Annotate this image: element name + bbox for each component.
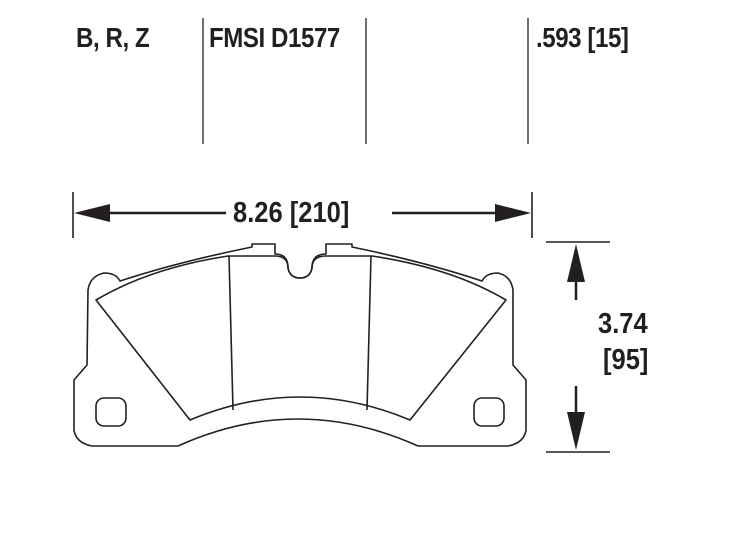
brake-pad: [73, 243, 527, 447]
height-label-mm: [95]: [603, 344, 649, 376]
width-arrow-left: [74, 204, 110, 222]
chamfer-line-left: [228, 255, 234, 411]
compound-grades: B, R, Z: [76, 22, 150, 53]
header-dividers: [202, 18, 529, 144]
height-dimension: [546, 241, 610, 453]
width-dimension: [72, 192, 533, 238]
backing-plate: [73, 243, 527, 447]
friction-material: [95, 255, 507, 421]
width-label: 8.26 [210]: [233, 197, 350, 229]
mounting-hole-right: [473, 397, 505, 427]
pad-thickness: .593 [15]: [536, 22, 629, 53]
width-arrow-right: [495, 204, 531, 222]
height-arrow-up: [567, 244, 585, 282]
fmsi-number: FMSI D1577: [209, 22, 340, 53]
height-label-inches: 3.74: [598, 308, 648, 340]
chamfer-line-right: [366, 255, 372, 411]
mounting-hole-left: [95, 397, 127, 427]
height-arrow-down: [567, 412, 585, 450]
